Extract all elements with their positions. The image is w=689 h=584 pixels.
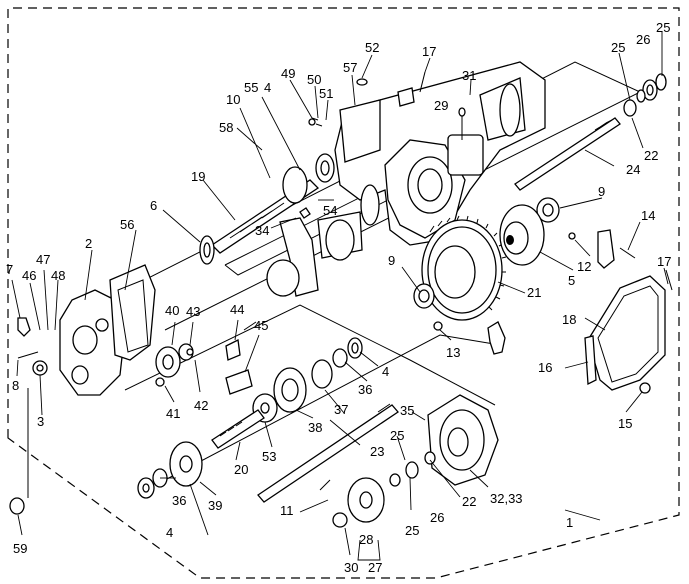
callout-41: 41	[166, 406, 180, 421]
callout-25: 25	[390, 428, 404, 443]
callout-13: 13	[446, 345, 460, 360]
callout-8: 8	[12, 378, 19, 393]
callout-58: 58	[219, 120, 233, 135]
callout-48: 48	[51, 268, 65, 283]
callout-30: 30	[344, 560, 358, 575]
callout-53: 53	[262, 449, 276, 464]
callout-4: 4	[382, 364, 389, 379]
top-small-parts	[308, 71, 466, 140]
bearing-caps	[433, 229, 636, 355]
callout-15: 15	[618, 416, 632, 431]
callout-29: 29	[434, 98, 448, 113]
callout-1: 1	[566, 515, 573, 530]
callout-37: 37	[334, 402, 348, 417]
callout-59: 59	[13, 541, 27, 556]
brake-and-hub	[319, 394, 499, 528]
callout-46: 46	[22, 268, 36, 283]
callout-47: 47	[36, 252, 50, 267]
callout-36: 36	[358, 382, 372, 397]
callout-2: 2	[85, 236, 92, 251]
callout-51: 51	[319, 86, 333, 101]
callout-42: 42	[194, 398, 208, 413]
callout-55: 55	[244, 80, 258, 95]
right-axle-shaft	[514, 73, 667, 191]
callout-52: 52	[365, 40, 379, 55]
middle-guide	[124, 304, 496, 406]
callout-17: 17	[422, 44, 436, 59]
callout-26: 26	[636, 32, 650, 47]
callout-24: 24	[626, 162, 640, 177]
callout-22: 22	[462, 494, 476, 509]
callout-3: 3	[37, 414, 44, 429]
callout-54: 54	[323, 203, 337, 218]
callout-14: 14	[641, 208, 655, 223]
rear-cover	[584, 269, 673, 394]
callout-31: 31	[462, 68, 476, 83]
callout-5: 5	[568, 273, 575, 288]
callout-50: 50	[307, 72, 321, 87]
callout-9: 9	[598, 184, 605, 199]
callout-36: 36	[172, 493, 186, 508]
callout-20: 20	[234, 462, 248, 477]
pinion-shaft	[199, 153, 335, 265]
ring-gear	[421, 215, 507, 321]
callout-7: 7	[6, 262, 13, 277]
callout-26: 26	[430, 510, 444, 525]
callout-25: 25	[405, 523, 419, 538]
callout-57: 57	[343, 60, 357, 75]
callout-16: 16	[538, 360, 552, 375]
support-brackets	[266, 207, 319, 297]
callout-40: 40	[165, 303, 179, 318]
callout-44: 44	[230, 302, 244, 317]
lower-axle-guide	[164, 334, 501, 481]
callout-22: 22	[644, 148, 658, 163]
callout-10: 10	[226, 92, 240, 107]
callout-39: 39	[208, 498, 222, 513]
callout-35: 35	[400, 403, 414, 418]
dashed-boundary	[7, 7, 680, 579]
callout-9: 9	[388, 253, 395, 268]
axle-housing	[317, 61, 546, 261]
lower-left-gears	[137, 409, 265, 499]
callout-27: 27	[368, 560, 382, 575]
callout-4: 4	[166, 525, 173, 540]
callout-43: 43	[186, 304, 200, 319]
callout-21: 21	[527, 285, 541, 300]
callout-17: 17	[657, 254, 671, 269]
differential-case	[499, 204, 545, 266]
callout-38: 38	[308, 420, 322, 435]
leader-lines	[11, 32, 669, 561]
callout-labels: 1 2 3 4 4 4 5 6 7 8 9 9 10 11 12 13 14 1…	[6, 20, 671, 575]
callout-49: 49	[281, 66, 295, 81]
callout-19: 19	[191, 169, 205, 184]
callout-6: 6	[150, 198, 157, 213]
left-side-housing	[17, 264, 156, 396]
callout-4: 4	[264, 80, 271, 95]
callout-32-33: 32,33	[490, 491, 523, 506]
callout-34: 34	[255, 223, 269, 238]
callout-25: 25	[611, 40, 625, 55]
callout-23: 23	[370, 444, 384, 459]
callout-12: 12	[577, 259, 591, 274]
callout-25: 25	[656, 20, 670, 35]
lower-left-ring	[9, 388, 29, 515]
callout-28: 28	[359, 532, 373, 547]
callout-18: 18	[562, 312, 576, 327]
callout-45: 45	[254, 318, 268, 333]
callout-56: 56	[120, 217, 134, 232]
middle-gears	[155, 321, 257, 395]
callout-11: 11	[280, 503, 294, 518]
